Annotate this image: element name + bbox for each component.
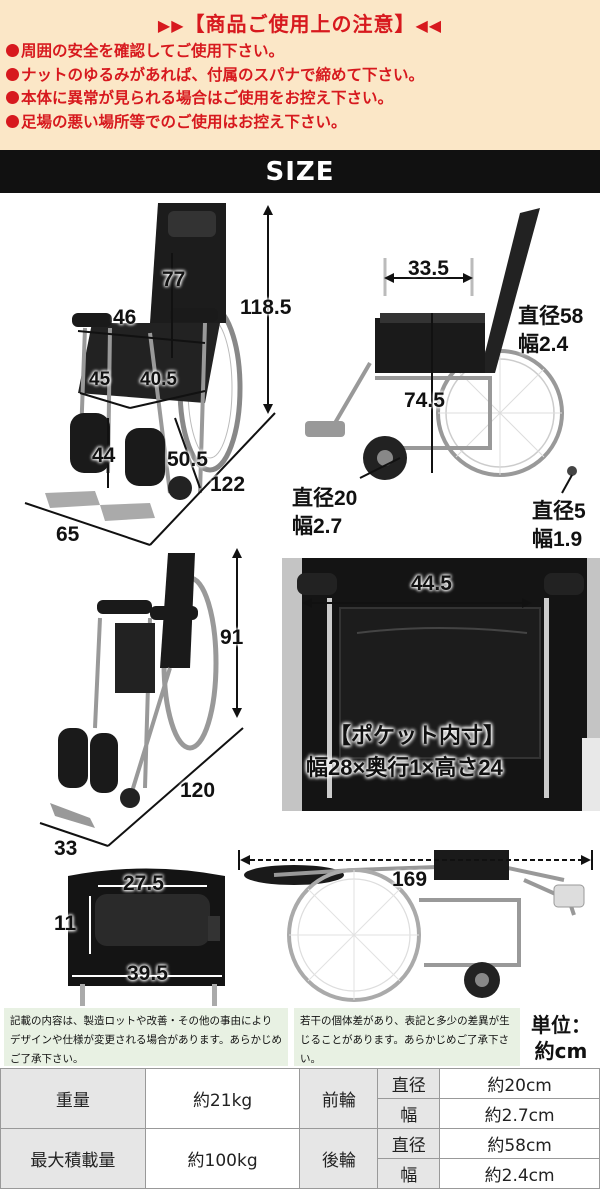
dim-reclined-length: 169 <box>392 868 428 891</box>
dim-seat-width: 46 <box>113 306 137 329</box>
wheelchair-folded-illustration <box>39 548 244 847</box>
rear-wheel-label: 後輪 <box>299 1128 379 1189</box>
dim-backrest-height: 77 <box>162 268 186 291</box>
wheelchair-reclined-illustration <box>238 850 593 1002</box>
backrest-pocket-illustration <box>297 558 600 811</box>
weight-label: 重量 <box>0 1068 146 1129</box>
dim-seat-height: 44 <box>92 444 116 467</box>
dim-front-wheel-width: 幅2.7 <box>292 515 343 538</box>
dim-backrest-width: 44.5 <box>411 572 452 595</box>
dim-folded-height: 91 <box>220 626 244 649</box>
rear-width-label: 幅 <box>377 1158 441 1189</box>
dim-headrest-thickness: 11 <box>54 912 77 935</box>
dim-small-wheel-diameter: 直径5 <box>532 500 586 523</box>
panel-backrest-pocket: 44.5 【ポケット内寸】 幅28×奥行1×高さ24 <box>282 558 600 811</box>
table-row: 最大積載量 約100kg 後輪 直径 約58cm <box>0 1128 600 1189</box>
weight-value: 約21kg <box>144 1068 301 1129</box>
dim-seat-width-inner: 40.5 <box>140 369 177 390</box>
rear-diameter-label: 直径 <box>377 1128 441 1159</box>
dim-total-height: 118.5 <box>240 296 292 319</box>
notice-section: ▶▶【商品ご使用上の注意】◀◀ 周囲の安全を確認してご使用下さい。 ナットのゆる… <box>0 0 600 150</box>
list-item: 本体に異常が見られる場合はご使用をお控え下さい。 <box>6 87 424 111</box>
dim-rear-wheel-diameter: 直径58 <box>518 305 584 328</box>
bullet-icon <box>6 67 19 81</box>
wheelchair-front-illustration <box>24 203 276 546</box>
right-arrows-icon: ▶▶ <box>157 16 185 35</box>
dim-front-wheel-diameter: 直径20 <box>292 487 358 510</box>
size-header: SIZE <box>0 150 600 193</box>
dim-total-width: 65 <box>56 523 80 546</box>
front-diameter-value: 約20cm <box>439 1068 600 1099</box>
left-arrows-icon: ◀◀ <box>415 16 443 35</box>
panel-headrest: 27.5 11 39.5 <box>50 866 242 1006</box>
dim-armrest-height: 50.5 <box>167 448 208 471</box>
front-width-value: 約2.7cm <box>439 1098 600 1129</box>
pocket-size: 幅28×奥行1×高さ24 <box>306 755 503 780</box>
front-width-label: 幅 <box>377 1098 441 1129</box>
notice-title: ▶▶【商品ご使用上の注意】◀◀ <box>157 12 443 36</box>
dim-seat-depth: 45 <box>89 369 111 390</box>
table-row: 重量 約21kg 前輪 直径 約20cm <box>0 1068 600 1129</box>
dim-headrest-width: 27.5 <box>123 872 164 895</box>
spec-table: 重量 約21kg 前輪 直径 約20cm 幅 約2.7cm 最大積載量 約100… <box>0 1068 600 1189</box>
panel-folded-view: 91 120 33 <box>0 548 280 863</box>
dim-back-width: 33.5 <box>408 257 449 280</box>
bullet-icon <box>6 114 19 128</box>
wheelchair-side-illustration <box>305 208 577 494</box>
note-individual-difference: 若干の個体差があり、表記と多少の差異が生じることがあります。あらかじめご了承下さ… <box>294 1008 520 1066</box>
headrest-illustration <box>68 868 225 1006</box>
size-title: SIZE <box>265 157 335 187</box>
dim-folded-length: 120 <box>180 779 216 802</box>
bullet-icon <box>6 91 19 104</box>
dim-small-wheel-width: 幅1.9 <box>532 528 583 551</box>
front-wheel-label: 前輪 <box>299 1068 379 1129</box>
panel-side-view: 33.5 直径58 幅2.4 74.5 直径20 幅2.7 直径5 幅1.9 <box>292 193 600 551</box>
pocket-title: 【ポケット内寸】 <box>329 723 506 748</box>
list-item: ナットのゆるみがあれば、付属のスパナで締めて下さい。 <box>6 64 424 88</box>
bullet-icon <box>6 44 19 57</box>
rear-width-value: 約2.4cm <box>439 1158 600 1189</box>
dim-folded-width: 33 <box>54 837 78 860</box>
unit-label: 単位： 約cm <box>531 1013 591 1063</box>
dim-rear-wheel-width: 幅2.4 <box>518 333 569 356</box>
panel-front-view: 77 118.5 46 45 40.5 44 50.5 122 65 <box>0 193 300 548</box>
max-load-label: 最大積載量 <box>0 1128 146 1189</box>
table-row: 幅 約2.7cm <box>1 1098 600 1129</box>
dim-side-height: 74.5 <box>404 389 445 412</box>
dim-total-length: 122 <box>210 473 246 496</box>
note-design-change: 記載の内容は、製造ロットや改善・その他の事由によりデザインや仕様が変更される場合… <box>4 1008 288 1066</box>
panel-reclined-view: 169 <box>234 840 600 1010</box>
list-item: 周囲の安全を確認してご使用下さい。 <box>6 40 424 64</box>
max-load-value: 約100kg <box>144 1128 301 1189</box>
rear-diameter-value: 約58cm <box>439 1128 600 1159</box>
list-item: 足場の悪い場所等でのご使用はお控え下さい。 <box>6 111 424 135</box>
front-diameter-label: 直径 <box>377 1068 441 1099</box>
notice-list: 周囲の安全を確認してご使用下さい。 ナットのゆるみがあれば、付属のスパナで締めて… <box>6 40 424 134</box>
dim-headrest-total-width: 39.5 <box>127 962 168 985</box>
table-row: 幅 約2.4cm <box>1 1158 600 1189</box>
